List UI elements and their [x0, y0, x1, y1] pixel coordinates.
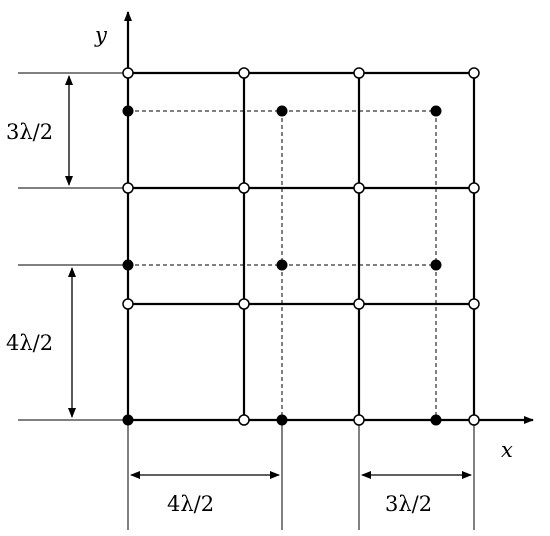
- filled-node: [430, 105, 442, 117]
- solid-grid: [128, 71, 476, 420]
- open-node: [353, 298, 365, 310]
- filled-node: [122, 105, 134, 117]
- open-node: [238, 414, 250, 426]
- axes: [124, 11, 534, 424]
- open-node: [468, 182, 480, 194]
- filled-node: [430, 414, 442, 426]
- open-node: [238, 67, 250, 79]
- open-node: [122, 67, 134, 79]
- open-node: [122, 182, 134, 194]
- filled-node: [276, 259, 288, 271]
- extension-lines: [18, 72, 475, 530]
- filled-node: [276, 414, 288, 426]
- filled-node: [430, 259, 442, 271]
- open-node: [238, 182, 250, 194]
- dimension-arrows: [65, 75, 472, 479]
- open-node: [122, 298, 134, 310]
- open-nodes: [122, 67, 480, 426]
- open-node: [353, 414, 365, 426]
- open-node: [353, 67, 365, 79]
- filled-node: [276, 105, 288, 117]
- filled-node: [122, 414, 134, 426]
- filled-node: [122, 259, 134, 271]
- dim-label-top-left: 3λ/2: [6, 120, 53, 144]
- dim-label-bottom-right: 3λ/2: [385, 492, 432, 516]
- open-node: [468, 67, 480, 79]
- y-axis-label: y: [94, 23, 108, 47]
- open-node: [238, 298, 250, 310]
- open-node: [468, 414, 480, 426]
- dim-label-bottom-middle: 4λ/2: [167, 492, 214, 516]
- filled-nodes: [122, 105, 442, 426]
- dim-label-bottom-left: 4λ/2: [6, 331, 53, 355]
- open-node: [353, 182, 365, 194]
- open-node: [468, 298, 480, 310]
- x-axis-label: x: [501, 438, 513, 462]
